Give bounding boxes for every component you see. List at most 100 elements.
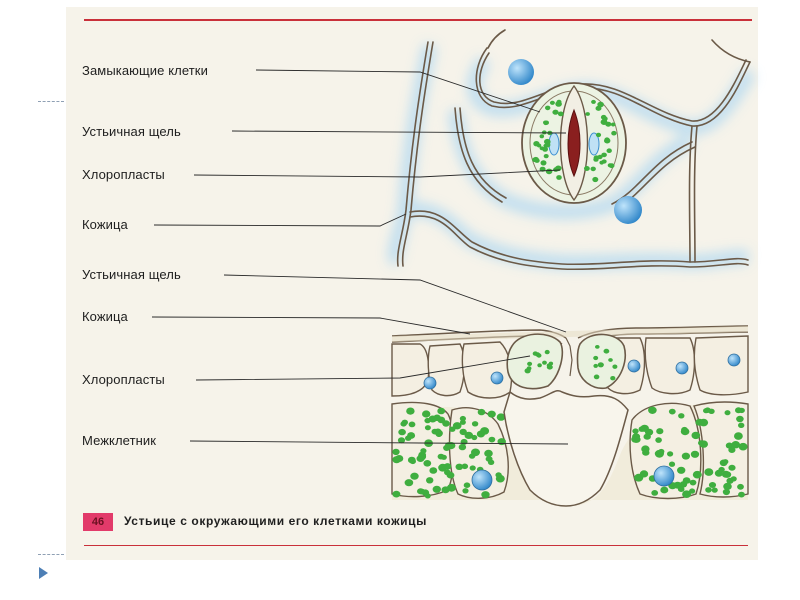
chloroplast — [426, 477, 433, 483]
chloroplast — [704, 468, 713, 476]
chloroplast — [424, 418, 430, 423]
chloroplast — [728, 465, 735, 471]
chloroplast — [610, 376, 615, 380]
chloroplast — [651, 490, 658, 496]
label-stomatal-slit-section: Устьичная щель — [82, 267, 181, 282]
chloroplast — [596, 106, 602, 111]
chloroplast — [604, 349, 610, 354]
chloroplast — [738, 492, 745, 498]
chloroplast — [669, 409, 676, 415]
chloroplast — [645, 429, 653, 436]
chloroplast — [527, 362, 532, 366]
chloroplast — [601, 119, 608, 125]
chloroplast — [460, 420, 466, 425]
chloroplast — [398, 429, 406, 435]
chloroplast — [705, 487, 712, 493]
label-guard-cells: Замыкающие клетки — [82, 63, 208, 78]
chloroplast — [544, 154, 549, 158]
chloroplast — [669, 462, 675, 467]
label-epidermis: Кожица — [82, 217, 128, 232]
chloroplast — [484, 450, 493, 457]
chloroplast — [525, 368, 531, 373]
chloroplast — [739, 408, 745, 413]
chloroplast — [681, 427, 688, 433]
chloroplast — [612, 365, 617, 369]
chloroplast — [478, 409, 486, 415]
label-stomatal-slit: Устьичная щель — [82, 124, 181, 139]
surface-view — [395, 30, 750, 269]
figure-number-badge: 46 — [83, 513, 113, 531]
chloroplast — [604, 138, 610, 144]
chloroplast — [449, 427, 455, 432]
chloroplast — [558, 112, 564, 117]
chloroplast — [498, 438, 506, 445]
chloroplast — [442, 486, 450, 493]
chloroplast — [546, 169, 553, 175]
chloroplast — [699, 419, 708, 427]
chloroplast — [678, 413, 684, 418]
chloroplast — [609, 163, 615, 168]
chloroplast — [541, 160, 547, 165]
chloroplast — [683, 477, 691, 484]
chloroplast — [444, 463, 452, 470]
chloroplast — [552, 110, 558, 115]
chloroplast — [462, 488, 468, 493]
chloroplast — [712, 488, 718, 493]
figure-caption: Устьице с окружающими его клетками кожиц… — [124, 514, 427, 528]
chloroplast — [542, 361, 547, 365]
chloroplast — [693, 471, 702, 479]
chloroplast — [437, 417, 445, 424]
chloroplast — [542, 130, 547, 134]
chloroplast — [459, 444, 466, 450]
chloroplast — [632, 428, 638, 433]
chloroplast — [488, 411, 496, 418]
chloroplast — [425, 425, 431, 430]
chloroplast — [596, 133, 601, 137]
label-chloroplasts: Хлоропласты — [82, 167, 165, 182]
chloroplast — [709, 482, 716, 488]
chloroplast — [545, 350, 550, 354]
chloroplast — [410, 459, 416, 464]
chloroplast — [725, 410, 731, 415]
chloroplast — [533, 157, 539, 162]
chloroplast — [537, 363, 542, 367]
chloroplast — [737, 484, 744, 490]
chloroplast — [601, 153, 607, 158]
chloroplast — [611, 123, 616, 127]
chloroplast — [409, 422, 416, 428]
chloroplast — [444, 470, 451, 476]
chloroplast — [699, 440, 708, 447]
label-intercellular-space: Межклетник — [82, 433, 156, 448]
chloroplast — [594, 375, 600, 380]
chloroplast — [739, 443, 748, 451]
chloroplast — [586, 112, 590, 116]
chloroplast — [690, 480, 697, 486]
chloroplast — [489, 437, 496, 443]
chloroplast — [655, 437, 662, 443]
chloroplast — [543, 121, 548, 125]
chloroplast — [728, 447, 735, 453]
chloroplast — [392, 456, 400, 463]
chloroplast — [691, 451, 699, 458]
margin-dash — [38, 554, 64, 555]
chloroplast — [540, 134, 545, 138]
chloroplast — [556, 175, 562, 180]
chloroplast — [437, 408, 445, 415]
chloroplast — [435, 430, 443, 437]
chloroplast — [472, 421, 478, 426]
chloroplast — [591, 167, 596, 172]
chloroplast — [648, 407, 657, 414]
chloroplast — [406, 408, 414, 415]
chloroplast — [722, 459, 728, 464]
chloroplast — [557, 100, 562, 104]
chloroplast — [731, 476, 737, 481]
chloroplast — [656, 428, 663, 434]
chloroplast — [593, 364, 598, 368]
chloroplast — [736, 416, 744, 422]
margin-dash — [38, 101, 64, 102]
chloroplast — [464, 482, 471, 488]
chloroplast — [682, 453, 690, 460]
chloroplast — [639, 426, 645, 432]
guard-cells — [522, 83, 626, 203]
